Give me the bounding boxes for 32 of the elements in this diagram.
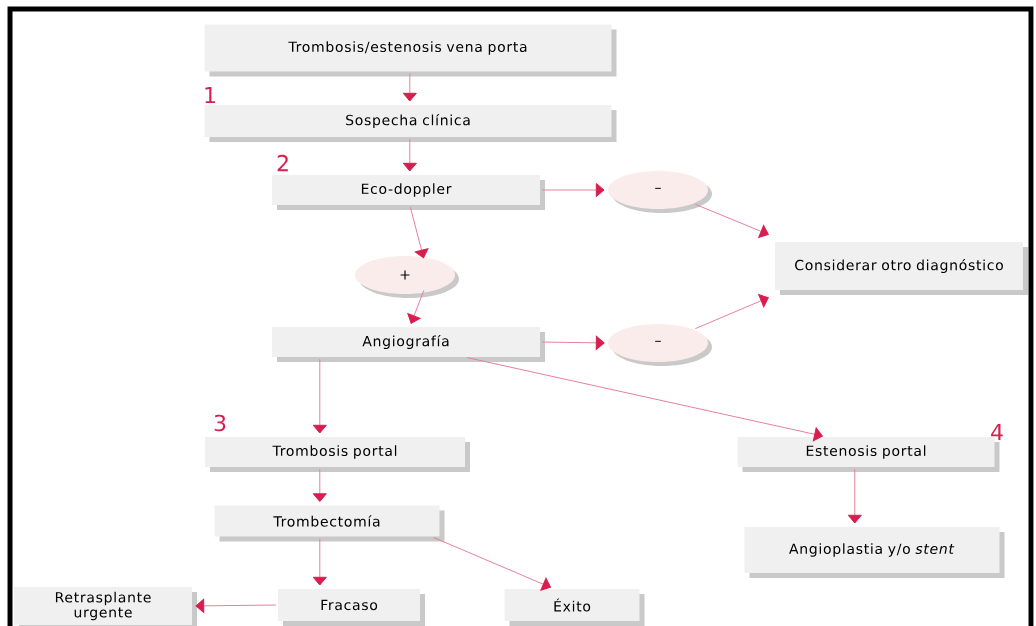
- process-box: Retrasplante urgente: [14, 587, 197, 626]
- process-box: Fracaso: [278, 589, 425, 626]
- arrow: [312, 538, 327, 586]
- process-box: Trombosis/estenosis vena porta: [204, 24, 617, 77]
- arrow: [407, 289, 425, 324]
- arrow: [409, 206, 429, 259]
- process-box: Angiografía: [272, 327, 545, 362]
- process-box: Trombectomía: [214, 505, 445, 542]
- process-box: Éxito: [504, 589, 645, 626]
- arrow: [694, 203, 769, 238]
- arrow: [402, 73, 417, 102]
- process-box: Angioplastia y/o stent: [744, 527, 1005, 578]
- arrow: [402, 138, 417, 172]
- arrow: [312, 468, 327, 502]
- process-box: Considerar otro diagnóstico: [775, 242, 1028, 295]
- callout-number: 4: [991, 423, 1003, 440]
- result-oval: +: [355, 256, 459, 298]
- result-oval: –: [608, 324, 712, 366]
- process-box: Eco-doppler: [272, 175, 545, 210]
- process-box: Trombosis portal: [205, 437, 470, 472]
- arrow: [847, 468, 862, 524]
- callout-number: 2: [277, 154, 288, 172]
- arrow: [195, 598, 277, 613]
- arrow: [541, 182, 605, 198]
- arrow: [694, 294, 769, 330]
- process-box: Sospecha clínica: [204, 105, 617, 142]
- arrow: [541, 335, 605, 350]
- callout-number: 1: [205, 86, 215, 103]
- arrow: [466, 357, 823, 442]
- arrow: [433, 537, 552, 591]
- arrow: [312, 358, 327, 434]
- result-oval: –: [608, 171, 712, 213]
